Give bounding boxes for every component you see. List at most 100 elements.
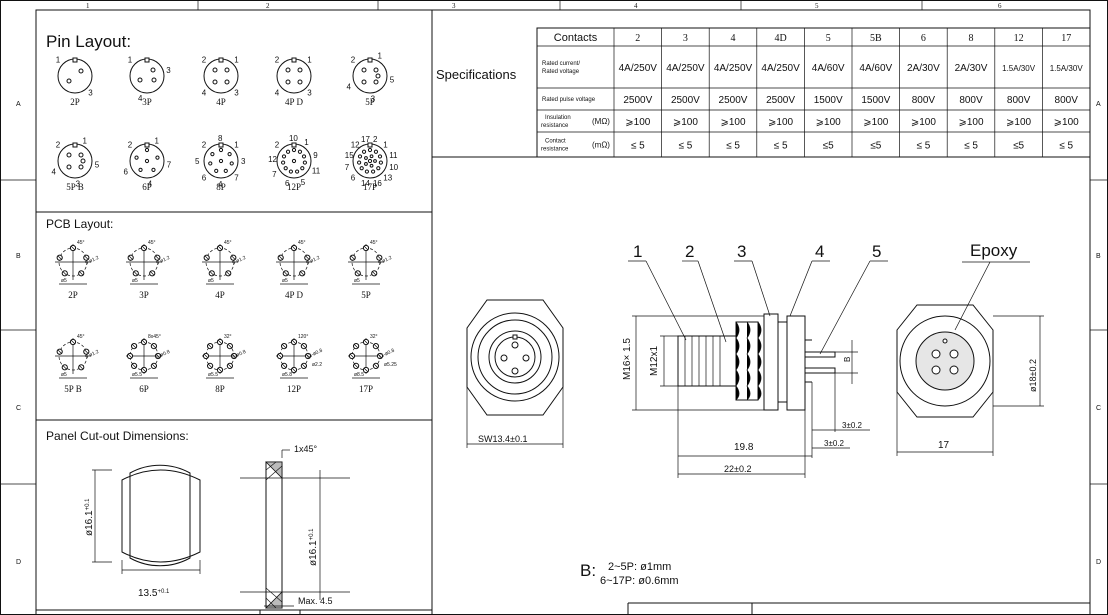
pin-contact-dot <box>361 67 367 73</box>
pcb-hole-cross <box>227 343 233 349</box>
spec-contact-count: 5 <box>826 33 831 44</box>
pin-contact-dot <box>144 147 150 153</box>
pcb-layout-label: 3P <box>139 290 149 300</box>
spec-row-label: Contact <box>545 139 566 145</box>
pin-contact-dot <box>210 152 215 157</box>
pin-diagram-circle <box>57 143 93 179</box>
callout-5: 5 <box>872 242 881 261</box>
pin-number-label: 2 <box>202 141 207 150</box>
pin-contact-dot <box>214 168 219 174</box>
pcb-dim-dia: ø5.5 <box>208 372 218 378</box>
pin-number-label: 7 <box>272 170 277 179</box>
spec-table-border <box>536 27 1091 158</box>
spec-value: ⩾100 <box>911 117 937 128</box>
pcb-hole-cross <box>203 353 209 359</box>
spec-value: ≤ 5 <box>631 141 645 152</box>
spec-value: 1500V <box>861 95 890 106</box>
spec-row-label: Rated current/ <box>542 61 580 67</box>
spec-value: 4A/250V <box>666 63 705 74</box>
spec-contact-count: 4 <box>731 33 736 44</box>
callout-2: 2 <box>685 242 694 261</box>
rear-width-label: 17 <box>938 440 950 451</box>
pcb-layout-label: 4P D <box>285 290 303 300</box>
pin-contact-dot <box>155 155 160 160</box>
front-sw-label: SW13.4±0.1 <box>478 434 527 444</box>
pin-layout-label: 5P B <box>66 182 83 192</box>
pcb-hole-cross <box>141 339 147 345</box>
pin-number-label: 9 <box>313 151 318 160</box>
spec-value: ≤ 5 <box>916 141 930 152</box>
zone-row-b-left: B <box>16 253 21 260</box>
pcb-dim-angle: 45° <box>77 334 85 340</box>
spec-value: ⩾100 <box>863 117 889 128</box>
pcb-dim-angle: 45° <box>148 240 156 246</box>
note-line-2: 6~17P: ø0.6mm <box>600 575 679 587</box>
pin-number-label: 1 <box>307 56 312 65</box>
pcb-dim-extra: ø2.2 <box>312 362 322 368</box>
pcb-layout-label: 4P <box>215 290 225 300</box>
pcb-layout-title: PCB Layout: <box>46 217 113 231</box>
pin-layout-label: 4P D <box>285 97 303 107</box>
specs-title: Specifications <box>436 67 517 82</box>
pin-number-label: 1 <box>56 56 61 65</box>
pcb-hole-cross <box>217 339 223 345</box>
zone-row-c-right: C <box>1096 405 1101 412</box>
side-view: M16× 1.5 M12x1 19.8 22±0.2 3±0.2 3±0.2 B… <box>622 242 888 478</box>
pin-number-label: 6 <box>285 179 290 188</box>
pcb-hole-cross <box>57 349 62 354</box>
pcb-hole-cross <box>278 255 283 260</box>
pcb-hole-cross <box>84 349 89 354</box>
pcb-layout-label: 17P <box>359 384 373 394</box>
pcb-hole-cross <box>353 363 359 369</box>
pin-number-label: 16 <box>373 179 382 188</box>
pcb-dim-dia: ø5 <box>208 278 214 284</box>
pin-contact-dot <box>66 152 72 158</box>
spec-row-label: Insulation <box>545 115 571 121</box>
pin-contact-dot <box>137 77 143 83</box>
pcb-hole-cross <box>377 353 383 359</box>
pcb-hole-cross <box>151 343 157 349</box>
pin-number-label: 6 <box>124 167 129 176</box>
pcb-dim-dia: ø5 <box>61 372 67 378</box>
pin-key-notch <box>218 57 224 63</box>
pin-contact-dot <box>369 154 374 159</box>
pcb-dim-angle: 120° <box>298 334 308 340</box>
pin-number-label: 3 <box>307 88 312 97</box>
pin-contact-dot <box>364 169 370 174</box>
pin-contact-dot <box>138 167 143 172</box>
pcb-hole-cross <box>62 365 68 370</box>
pin-contact-dot <box>212 67 218 73</box>
pcb-hole-cross <box>131 343 137 349</box>
zone-col-5: 5 <box>815 2 819 10</box>
pcb-hole-cross <box>155 353 161 359</box>
zone-row-a-right: A <box>1096 101 1101 108</box>
spec-value: 4A/250V <box>714 63 753 74</box>
pcb-dim-holes: 5-ø1.2 <box>231 255 247 267</box>
pcb-hole-cross <box>57 255 62 260</box>
spec-value: 4A/60V <box>812 63 845 74</box>
pcb-hole-cross <box>371 271 377 276</box>
spec-contact-count: 17 <box>1061 33 1071 44</box>
pcb-hole-cross <box>305 353 311 359</box>
pin-contact-dot <box>294 169 300 174</box>
pcb-dim-angle: 8x45° <box>148 334 161 340</box>
spec-row-unit: (MΩ) <box>592 117 610 126</box>
pin-contact-dot <box>134 155 139 160</box>
cutout-dia-label: ø16.1+0.1 <box>84 498 95 536</box>
spec-value: ≤5 <box>870 141 881 152</box>
pin-contact-dot <box>78 68 84 74</box>
pin-diagram-circle <box>57 58 93 94</box>
spec-row-unit: (mΩ) <box>592 141 610 150</box>
pcb-dim-holes: 5-ø1.2 <box>305 255 321 267</box>
pin-contact-dot <box>364 156 368 160</box>
pcb-dim-holes: 8-ø0.8 <box>231 349 247 361</box>
rear-view: Epoxy ø18±0.2 17 <box>896 241 1044 456</box>
spec-row-label: Rated voltage <box>542 69 580 75</box>
pcb-dim-dia: ø8.5 <box>354 372 364 378</box>
pin-number-label: 2 <box>128 141 133 150</box>
epoxy-label: Epoxy <box>970 241 1018 260</box>
spec-contact-count: 8 <box>969 33 974 44</box>
pin-key-notch <box>291 57 297 63</box>
pin-contact-dot <box>301 154 307 159</box>
zone-row-d-left: D <box>16 559 21 566</box>
